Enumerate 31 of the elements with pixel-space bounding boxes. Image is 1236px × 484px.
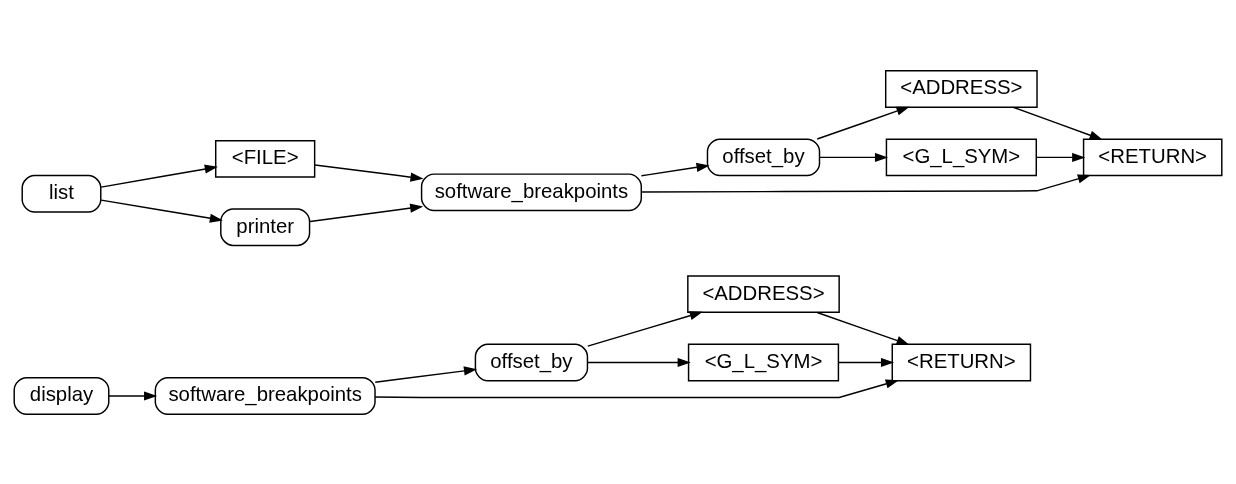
arrow — [587, 357, 691, 367]
node-box: display — [13, 376, 110, 415]
node-box: <ADDRESS> — [687, 274, 840, 313]
node-box: <G_L_SYM> — [687, 343, 840, 381]
arrow — [374, 378, 899, 398]
arrow — [1036, 152, 1086, 162]
arrow — [374, 365, 478, 383]
arrow — [640, 173, 1091, 193]
node-box: list — [21, 174, 102, 213]
arrow — [1012, 106, 1103, 140]
node-box: software_breakpoints — [154, 376, 376, 415]
node-box: offset_by — [474, 343, 589, 381]
arrow — [309, 203, 424, 222]
arrow — [100, 198, 223, 223]
arrow — [100, 164, 218, 188]
node-box: <ADDRESS> — [884, 69, 1038, 108]
node-box: <RETURN> — [891, 343, 1032, 381]
arrow — [640, 162, 710, 176]
node-box: offset_by — [706, 137, 821, 176]
arrow — [108, 390, 158, 401]
arrow — [819, 152, 889, 162]
arrow — [587, 310, 703, 347]
arrow — [314, 163, 424, 182]
node-box: <RETURN> — [1082, 137, 1223, 176]
node-box: software_breakpoints — [420, 172, 642, 211]
arrow — [816, 106, 910, 140]
node-box: <FILE> — [215, 139, 316, 178]
arrow — [816, 311, 910, 345]
arrow — [837, 357, 895, 367]
node-box: <G_L_SYM> — [885, 137, 1037, 176]
node-box: printer — [220, 207, 311, 246]
